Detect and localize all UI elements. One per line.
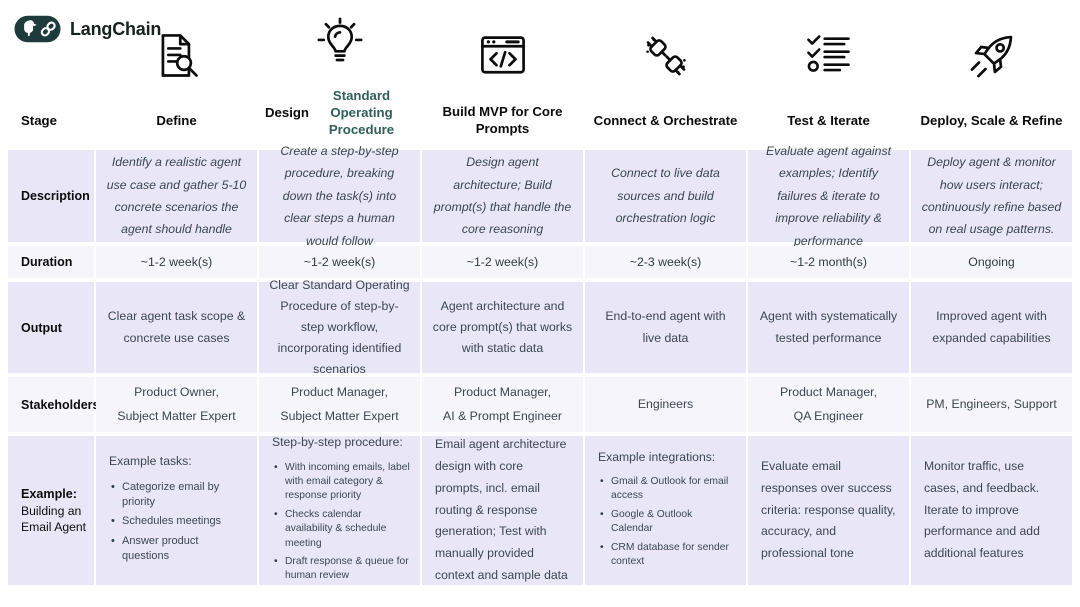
column-header-deploy: Deploy, Scale & Refine [911, 0, 1072, 146]
description-cell-connect: Connect to live data sources and build o… [585, 150, 746, 242]
duration-cell-define: ~1-2 week(s) [96, 246, 257, 278]
example-cell-test: Evaluate email responses over success cr… [748, 436, 909, 585]
example-row-label-bold: Example: [21, 486, 77, 501]
description-cell-design-sop: Create a step-by-step procedure, breakin… [259, 144, 420, 248]
output-cell-test: Agent with systematically tested perform… [748, 282, 909, 373]
example-text: Monitor traffic, use cases, and feedback… [924, 459, 1040, 561]
output-cell-define: Clear agent task scope & concrete use ca… [96, 282, 257, 373]
column-title: Test & Iterate [787, 112, 870, 128]
example-bullet: CRM database for sender context [598, 541, 736, 570]
stakeholder-line: AI & Prompt Engineer [443, 408, 562, 423]
stakeholders-cell-define: Product Owner, Subject Matter Expert [96, 377, 257, 432]
column-title: Define [156, 112, 197, 128]
duration-cell-test: ~1-2 month(s) [748, 246, 909, 278]
column-title: Connect & Orchestrate [593, 112, 738, 128]
stage-row-label: Stage [21, 112, 57, 128]
example-bullet: With incoming emails, label with email c… [272, 461, 410, 504]
example-text: Evaluate email responses over success cr… [761, 459, 896, 561]
example-row-label-rest: Building an Email Agent [21, 503, 87, 534]
stakeholder-line: QA Engineer [793, 408, 864, 423]
stakeholder-line: Product Manager, [779, 385, 878, 400]
duration-cell-connect: ~2-3 week(s) [585, 246, 746, 278]
stakeholders-row-label: Stakeholders [8, 377, 100, 432]
example-cell-define: Example tasks: Categorize email by prior… [96, 436, 257, 585]
example-bullet: Checks calendar availability & schedule … [272, 508, 410, 551]
browser-code-icon [477, 14, 529, 98]
description-cell-deploy: Deploy agent & monitor how users interac… [911, 150, 1072, 242]
duration-row-label: Duration [8, 246, 94, 278]
description-cell-test: Evaluate agent against examples; Identif… [748, 144, 909, 248]
example-intro: Example integrations: [598, 449, 716, 464]
description-cell-define: Identify a realistic agent use case and … [96, 150, 257, 242]
duration-cell-deploy: Ongoing [911, 246, 1072, 278]
column-title: Build MVP for Core Prompts [442, 104, 563, 136]
example-cell-build-mvp: Email agent architecture design with cor… [422, 436, 583, 585]
stakeholder-line: Product Manager, [453, 385, 552, 400]
stakeholder-line: PM, Engineers, Support [926, 396, 1057, 411]
stakeholder-line: Subject Matter Expert [280, 408, 399, 423]
output-cell-deploy: Improved agent with expanded capabilitie… [911, 282, 1072, 373]
column-header-design-sop: Design Standard Operating Procedure [259, 0, 420, 146]
stakeholder-line: Product Manager, [290, 385, 389, 400]
stakeholders-cell-connect: Engineers [585, 377, 746, 432]
output-cell-connect: End-to-end agent with live data [585, 282, 746, 373]
output-row-label: Output [8, 282, 94, 373]
example-bullet-list: With incoming emails, label with email c… [272, 457, 410, 588]
duration-cell-build-mvp: ~1-2 week(s) [422, 246, 583, 278]
stage-table: Stage Define [8, 0, 1072, 585]
example-bullet-list: Gmail & Outlook for email access Google … [598, 471, 736, 573]
column-header-define: Define [96, 0, 257, 146]
column-header-build-mvp: Build MVP for Core Prompts [422, 0, 583, 146]
example-cell-design-sop: Step-by-step procedure: With incoming em… [259, 435, 420, 588]
example-intro: Step-by-step procedure: [272, 435, 403, 450]
stakeholders-cell-design-sop: Product Manager, Subject Matter Expert [259, 377, 420, 432]
stakeholders-cell-build-mvp: Product Manager, AI & Prompt Engineer [422, 377, 583, 432]
stakeholder-line: Engineers [637, 396, 694, 411]
stakeholder-line: Subject Matter Expert [117, 408, 236, 423]
example-bullet-list: Categorize email by priority Schedules m… [109, 476, 247, 569]
output-cell-design-sop: Clear Standard Operating Procedure of st… [259, 278, 420, 376]
example-bullet: Google & Outlook Calendar [598, 508, 736, 537]
description-row-label: Description [8, 150, 94, 242]
langchain-logo: LangChain [14, 15, 161, 43]
checklist-icon [803, 14, 855, 98]
stakeholders-cell-test: Product Manager, QA Engineer [748, 377, 909, 432]
example-bullet: Gmail & Outlook for email access [598, 475, 736, 504]
langchain-logo-icon [14, 15, 61, 43]
example-bullet: Schedules meetings [109, 514, 247, 530]
example-intro: Example tasks: [109, 454, 192, 469]
column-title: Deploy, Scale & Refine [920, 112, 1063, 128]
stakeholder-line: Product Owner, [134, 385, 219, 400]
langchain-logo-text: LangChain [70, 18, 162, 39]
description-cell-build-mvp: Design agent architecture; Build prompt(… [422, 150, 583, 242]
example-text: Email agent architecture design with cor… [435, 437, 568, 582]
column-header-connect: Connect & Orchestrate [585, 0, 746, 146]
example-cell-deploy: Monitor traffic, use cases, and feedback… [911, 436, 1072, 585]
column-title-accent: Standard Operating Procedure [328, 87, 397, 137]
document-search-icon [151, 14, 203, 98]
lightbulb-icon [314, 0, 366, 82]
output-cell-build-mvp: Agent architecture and core prompt(s) th… [422, 282, 583, 373]
column-title: Design [265, 104, 309, 120]
example-cell-connect: Example integrations: Gmail & Outlook fo… [585, 436, 746, 585]
duration-cell-design-sop: ~1-2 week(s) [259, 246, 420, 278]
example-bullet: Draft response & queue for human review [272, 555, 410, 584]
stakeholders-cell-deploy: PM, Engineers, Support [911, 377, 1072, 432]
plug-icon [640, 14, 692, 98]
example-bullet: Answer product questions [109, 534, 247, 565]
example-row-label: Example: Building an Email Agent [8, 436, 94, 585]
example-bullet: Categorize email by priority [109, 480, 247, 511]
column-header-test: Test & Iterate [748, 0, 909, 146]
rocket-icon [966, 14, 1018, 98]
